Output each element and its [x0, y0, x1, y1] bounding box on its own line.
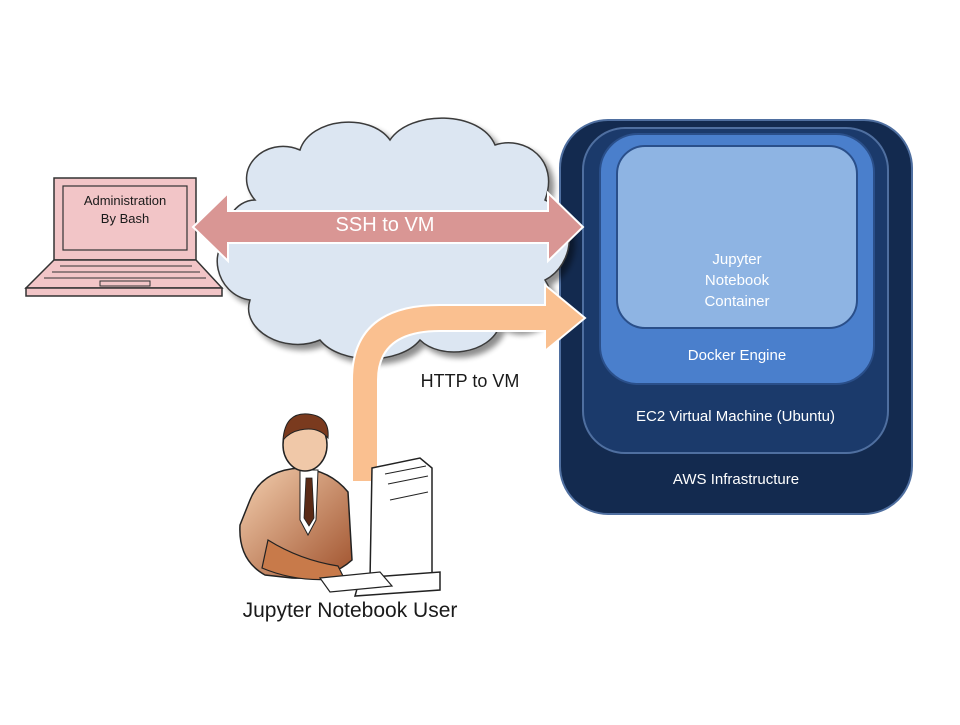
ssh-arrow-label: SSH to VM [335, 214, 435, 236]
http-curved-arrow [351, 282, 587, 483]
ec2-vm-label: EC2 Virtual Machine (Ubuntu) [636, 408, 835, 425]
container-label-line3: Container [704, 293, 770, 310]
aws-infrastructure-label: AWS Infrastructure [672, 471, 800, 488]
laptop-screen-label-line2: By Bash [100, 211, 150, 226]
http-arrow-label: HTTP to VM [420, 371, 520, 391]
user-at-computer-icon [239, 413, 441, 597]
container-label-line1: Jupyter [712, 251, 762, 268]
user-label: Jupyter Notebook User [242, 599, 458, 622]
jupyter-container-box [616, 145, 858, 329]
laptop-screen-label-line1: Administration [83, 193, 167, 208]
ssh-double-arrow [191, 190, 585, 264]
docker-engine-label: Docker Engine [687, 347, 787, 364]
container-label-line2: Notebook [704, 272, 770, 289]
laptop-icon [24, 177, 224, 297]
